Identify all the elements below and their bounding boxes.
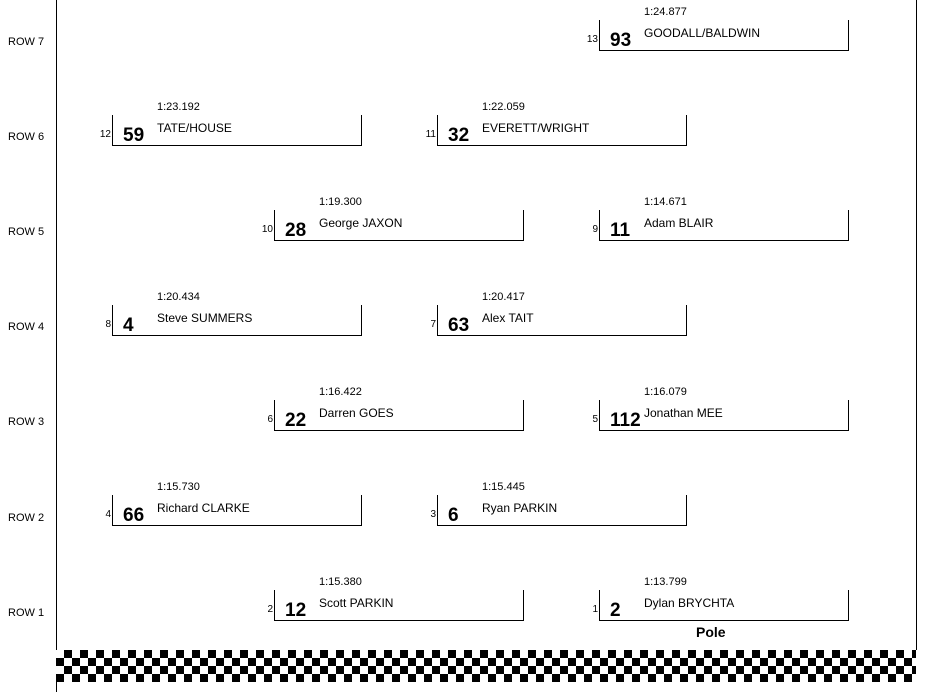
car-number: 93 [610,30,632,51]
grid-position: 7 [430,319,436,330]
row-label: ROW 4 [8,321,45,333]
grid-right-border [916,0,917,650]
checkered-flag-line [56,650,916,682]
lap-time: 1:16.079 [644,386,687,398]
row-label: ROW 3 [8,416,45,428]
lap-time: 1:16.422 [319,386,362,398]
grid-position: 11 [425,129,436,140]
car-number: 11 [610,220,631,241]
driver-name: Jonathan MEE [644,406,723,420]
grid-position: 10 [261,224,273,235]
driver-name: George JAXON [319,216,403,230]
driver-name: Steve SUMMERS [157,311,253,325]
lap-time: 1:15.445 [482,481,525,493]
row-label: ROW 5 [8,226,45,238]
car-number: 32 [448,125,470,146]
driver-name: GOODALL/BALDWIN [644,26,761,40]
driver-name: Alex TAIT [482,311,534,325]
row-label: ROW 6 [8,131,45,143]
car-number: 6 [448,505,459,526]
car-number: 12 [285,600,307,621]
car-number: 63 [448,315,470,336]
grid-position: 4 [105,509,111,520]
lap-time: 1:22.059 [482,101,525,113]
grid-position: 1 [592,604,598,615]
grid-position: 3 [430,509,436,520]
grid-position: 9 [592,224,598,235]
car-number: 4 [123,315,134,336]
lap-time: 1:15.380 [319,576,362,588]
lap-time: 1:24.877 [644,6,687,18]
lap-time: 1:23.192 [157,101,200,113]
car-number: 112 [610,410,641,431]
car-number: 22 [285,410,307,431]
lap-time: 1:15.730 [157,481,200,493]
driver-name: Ryan PARKIN [482,501,558,515]
lap-time: 1:20.434 [157,291,200,303]
driver-name: TATE/HOUSE [157,121,232,135]
car-number: 2 [610,600,621,621]
car-number: 66 [123,505,145,526]
lap-time: 1:19.300 [319,196,362,208]
driver-name: Scott PARKIN [319,596,394,610]
row-label: ROW 7 [8,36,45,48]
row-label: ROW 1 [8,607,45,619]
grid-position: 5 [592,414,598,425]
grid-position: 6 [267,414,273,425]
lap-time: 1:14.671 [644,196,687,208]
driver-name: Richard CLARKE [157,501,250,515]
row-label: ROW 2 [8,512,45,524]
grid-left-border [56,0,57,692]
grid-position: 2 [267,604,273,615]
driver-name: Dylan BRYCHTA [644,596,735,610]
grid-position: 13 [586,34,598,45]
car-number: 28 [285,220,307,241]
lap-time: 1:20.417 [482,291,525,303]
grid-position: 8 [105,319,111,330]
grid-position: 12 [99,129,111,140]
lap-time: 1:13.799 [644,576,687,588]
driver-name: EVERETT/WRIGHT [482,121,590,135]
pole-label: Pole [696,624,726,640]
car-number: 59 [123,125,145,146]
driver-name: Adam BLAIR [644,216,714,230]
driver-name: Darren GOES [319,406,394,420]
